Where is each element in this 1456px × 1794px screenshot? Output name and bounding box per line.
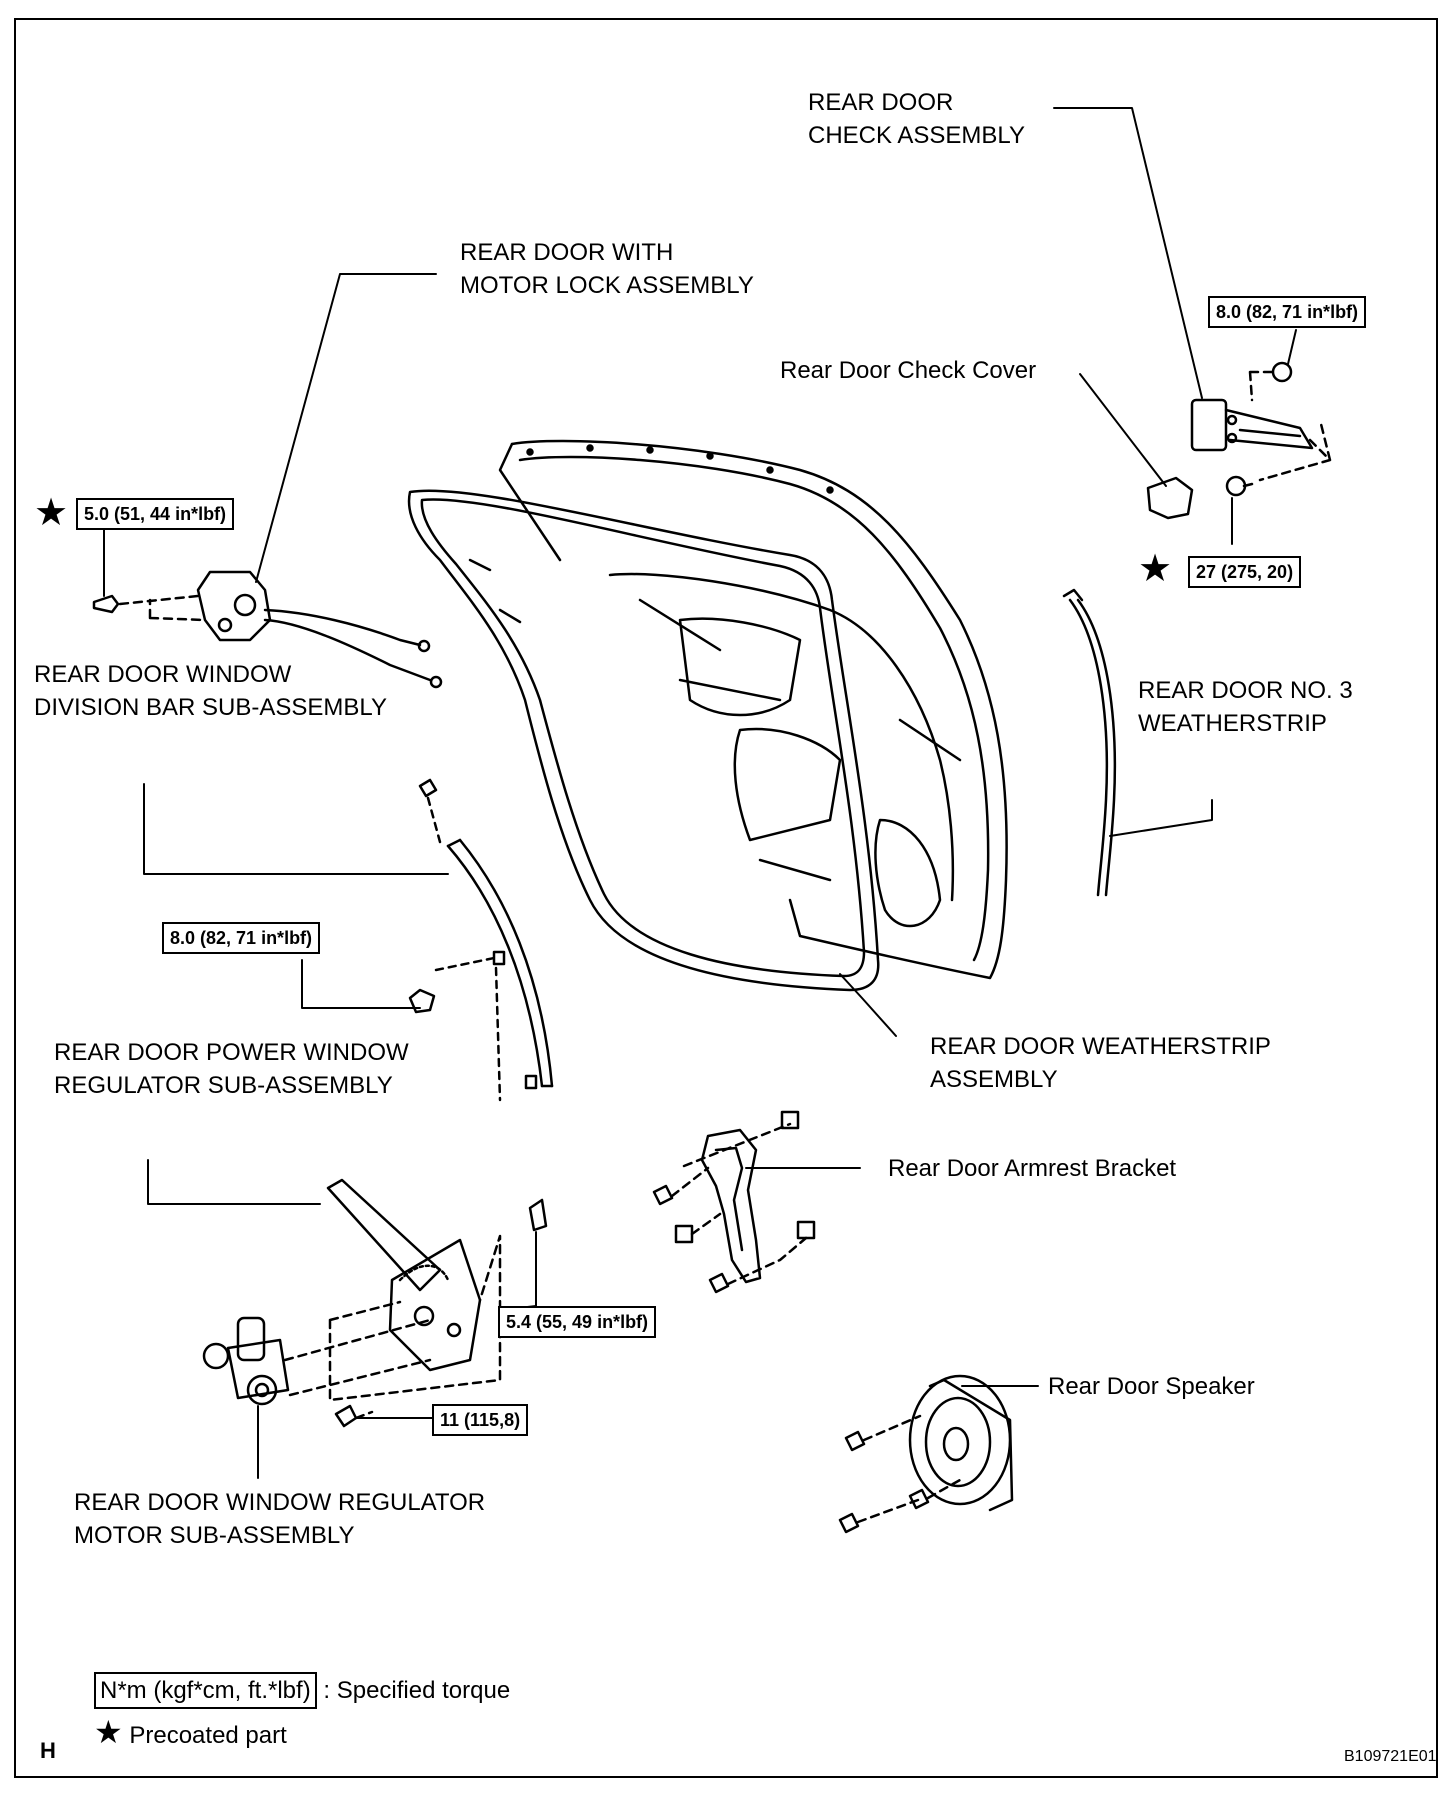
torque-regulator-upper: 8.0 (82, 71 in*lbf): [162, 922, 321, 954]
legend-torque-desc: : Specified torque: [323, 1677, 511, 1704]
label-no3-weatherstrip: REAR DOOR NO. 3 WEATHERSTRIP: [1138, 674, 1353, 740]
figure-code: B109721E01: [1344, 1748, 1437, 1765]
label-line: REAR DOOR WITH: [460, 239, 674, 266]
label-line: REAR DOOR NO. 3: [1138, 677, 1353, 704]
legend-torque: N*m (kgf*cm, ft.*lbf) : Specified torque: [94, 1672, 510, 1709]
label-line: REAR DOOR WINDOW: [34, 661, 292, 688]
weatherstrip-loop: [407, 489, 880, 992]
precoat-star-division-bar: ★: [34, 492, 69, 534]
check-cover-part: [1146, 476, 1194, 520]
leader-lines: [103, 107, 1297, 1479]
torque-motor: 11 (115,8): [432, 1404, 529, 1436]
label-division-bar: REAR DOOR WINDOW DIVISION BAR SUB-ASSEMB…: [34, 658, 387, 724]
window-regulator-part: [326, 1178, 548, 1402]
diagram-frame: [14, 18, 1438, 1778]
label-line: REAR DOOR: [808, 89, 954, 116]
regulator-motor-part: [202, 1316, 432, 1428]
label-regulator-motor: REAR DOOR WINDOW REGULATOR MOTOR SUB-ASS…: [74, 1486, 485, 1552]
label-line: REAR DOOR WEATHERSTRIP: [930, 1033, 1271, 1060]
label-check-assembly: REAR DOOR CHECK ASSEMBLY: [808, 86, 1025, 152]
door-check-part: [1190, 361, 1332, 497]
label-line: Rear Door Speaker: [1048, 1373, 1255, 1400]
label-line: REGULATOR SUB-ASSEMBLY: [54, 1072, 393, 1099]
torque-check-lower: 27 (275, 20): [1188, 556, 1302, 588]
no3-weatherstrip-part: [1062, 588, 1117, 897]
torque-check-upper: 8.0 (82, 71 in*lbf): [1208, 296, 1367, 328]
label-power-window-regulator: REAR DOOR POWER WINDOW REGULATOR SUB-ASS…: [54, 1036, 409, 1102]
label-line: CHECK ASSEMBLY: [808, 122, 1025, 149]
division-bar-part: [408, 778, 554, 1102]
label-line: REAR DOOR WINDOW REGULATOR: [74, 1489, 486, 1516]
label-speaker: Rear Door Speaker: [1048, 1370, 1255, 1403]
legend-torque-unit: N*m (kgf*cm, ft.*lbf): [94, 1672, 317, 1709]
legend-star-icon: ★: [94, 1714, 123, 1750]
label-line: MOTOR LOCK ASSEMBLY: [460, 272, 754, 299]
armrest-bracket-part: [652, 1110, 816, 1294]
label-line: MOTOR SUB-ASSEMBLY: [74, 1522, 355, 1549]
label-armrest-bracket: Rear Door Armrest Bracket: [888, 1152, 1176, 1185]
motor-lock-part: [92, 570, 443, 689]
rear-door-panel: [498, 439, 1008, 980]
legend-precoated: ★ Precoated part: [94, 1716, 287, 1752]
label-weatherstrip-assembly: REAR DOOR WEATHERSTRIP ASSEMBLY: [930, 1030, 1271, 1096]
label-line: DIVISION BAR SUB-ASSEMBLY: [34, 694, 387, 721]
speaker-part: [838, 1374, 1014, 1534]
precoat-star-check: ★: [1138, 548, 1173, 590]
label-line: REAR DOOR POWER WINDOW: [54, 1039, 409, 1066]
label-line: Rear Door Check Cover: [780, 357, 1037, 384]
label-motor-lock: REAR DOOR WITH MOTOR LOCK ASSEMBLY: [460, 236, 754, 302]
corner-letter: H: [40, 1738, 56, 1763]
label-line: Rear Door Armrest Bracket: [888, 1155, 1177, 1182]
label-line: ASSEMBLY: [930, 1066, 1058, 1093]
torque-division-bar: 5.0 (51, 44 in*lbf): [76, 498, 235, 530]
torque-regulator-lower: 5.4 (55, 49 in*lbf): [498, 1306, 657, 1338]
legend-precoated-desc: Precoated part: [129, 1722, 287, 1749]
label-line: WEATHERSTRIP: [1138, 710, 1327, 737]
label-check-cover: Rear Door Check Cover: [780, 354, 1036, 387]
